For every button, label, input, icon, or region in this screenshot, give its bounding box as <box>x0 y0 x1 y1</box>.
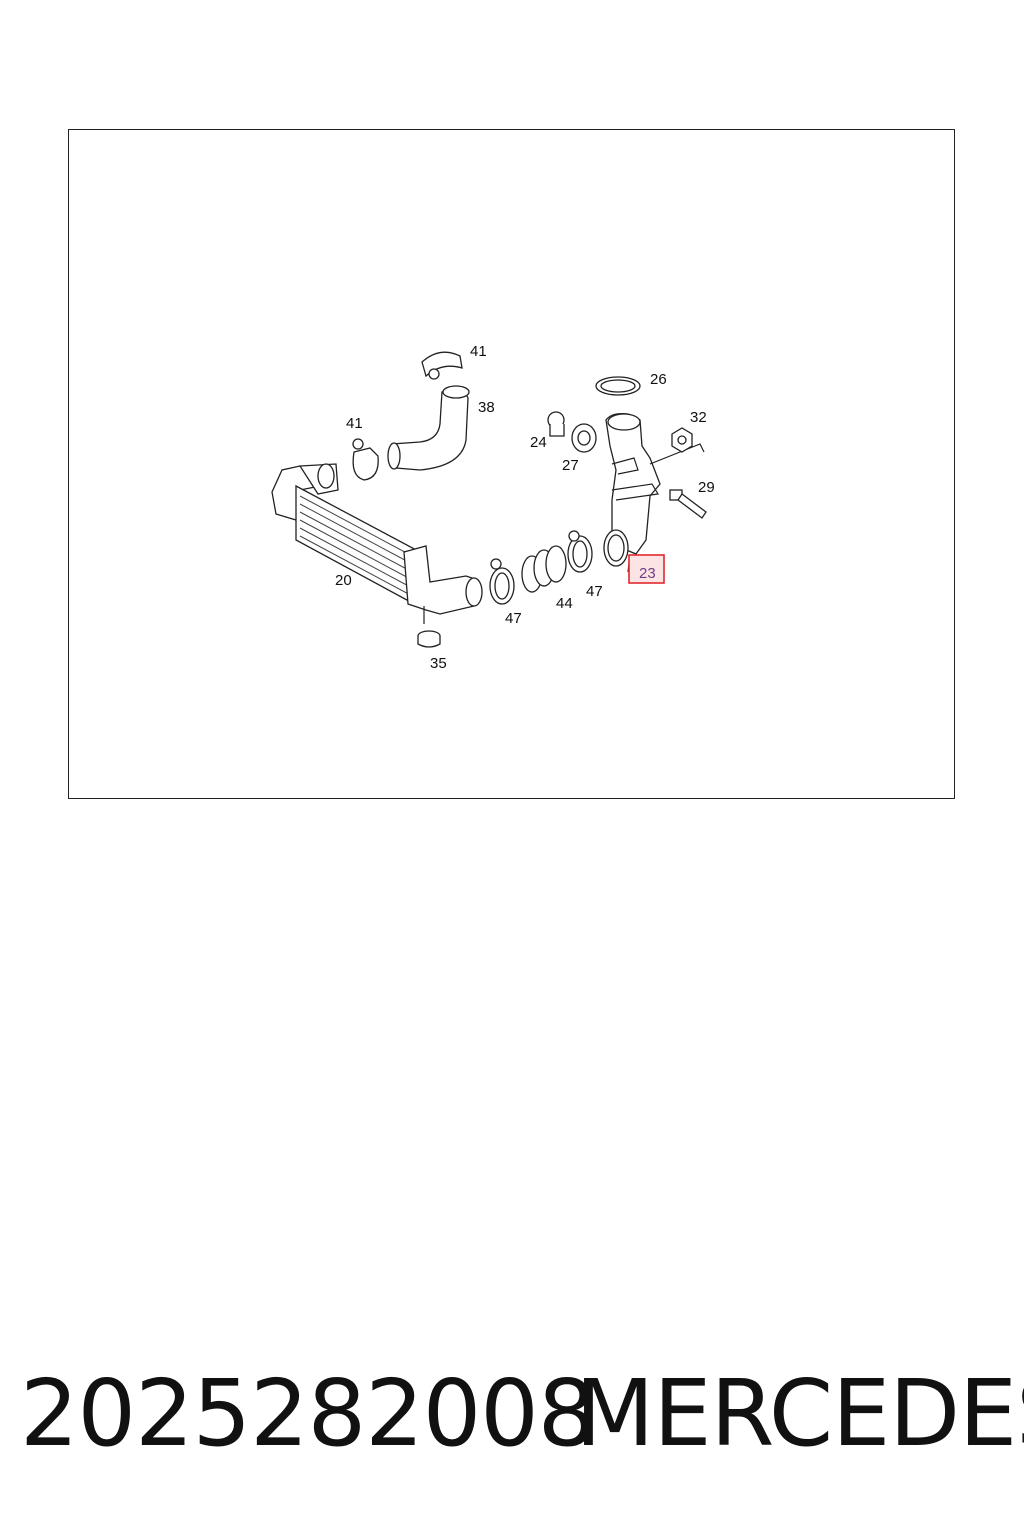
diagram-frame <box>68 129 955 799</box>
part-number: 2025282008 <box>20 1360 596 1467</box>
callout-26: 26 <box>650 371 667 388</box>
footer-caption: 2025282008 MERCEDES <box>0 1360 1024 1480</box>
callout-47-left: 47 <box>505 610 522 627</box>
plug-part-24[interactable] <box>547 411 565 437</box>
rubber-sleeve-part-44[interactable] <box>521 545 567 593</box>
callout-23-highlight[interactable]: 23 <box>628 554 665 584</box>
callout-27: 27 <box>562 457 579 474</box>
intercooler-part-20[interactable] <box>271 463 483 624</box>
callout-35: 35 <box>430 655 447 672</box>
callout-41-top: 41 <box>470 343 487 360</box>
seal-ring-near-part-23[interactable] <box>603 529 629 567</box>
callout-29: 29 <box>698 479 715 496</box>
brand-name: MERCEDES <box>575 1360 1024 1467</box>
callout-38: 38 <box>478 399 495 416</box>
charge-air-pipe-part-23[interactable] <box>605 412 705 555</box>
nut-part-32[interactable] <box>671 427 693 453</box>
callout-41-left: 41 <box>346 415 363 432</box>
charge-air-hose-part-38[interactable] <box>387 385 470 471</box>
callout-20: 20 <box>335 572 352 589</box>
callout-44: 44 <box>556 595 573 612</box>
hose-clamp-part-41-left[interactable] <box>352 438 379 481</box>
callout-23: 23 <box>639 565 656 582</box>
hose-clamp-part-47-left[interactable] <box>489 558 515 605</box>
gasket-part-26[interactable] <box>595 376 641 396</box>
hose-clamp-part-41-top[interactable] <box>421 351 463 380</box>
callout-47-right: 47 <box>586 583 603 600</box>
grommet-part-35[interactable] <box>417 630 441 648</box>
callout-32: 32 <box>690 409 707 426</box>
hose-clamp-part-47-right[interactable] <box>567 530 593 573</box>
rubber-mount-part-27[interactable] <box>571 423 597 453</box>
callout-24: 24 <box>530 434 547 451</box>
bolt-part-29[interactable] <box>669 489 707 519</box>
